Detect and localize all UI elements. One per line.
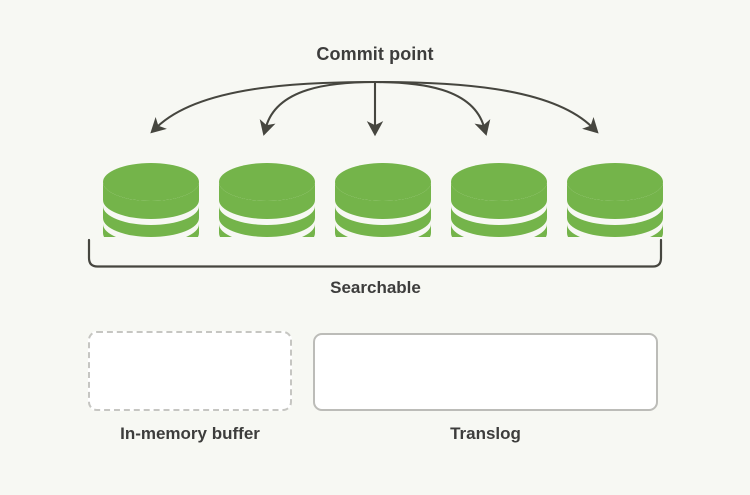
commit-arrow-4 [373, 80, 491, 136]
commit-point-arrows [150, 80, 599, 137]
commit-arrow-2 [259, 80, 377, 136]
translog-box [313, 333, 658, 411]
searchable-segments [103, 163, 663, 239]
database-cylinder-icon [567, 163, 663, 237]
searchable-label: Searchable [330, 278, 421, 297]
database-cylinder-icon [219, 163, 315, 237]
database-cylinder-icon [103, 163, 199, 237]
database-cylinder-icon [335, 163, 431, 237]
database-cylinder-icon [451, 163, 547, 237]
page-title: Commit point [316, 44, 434, 64]
in-memory-buffer-box [88, 331, 292, 411]
in-memory-buffer-label: In-memory buffer [120, 424, 260, 443]
searchable-bracket [87, 238, 663, 268]
commit-arrow-1 [150, 80, 377, 134]
commit-arrow-5 [373, 80, 599, 134]
translog-label: Translog [450, 424, 521, 443]
